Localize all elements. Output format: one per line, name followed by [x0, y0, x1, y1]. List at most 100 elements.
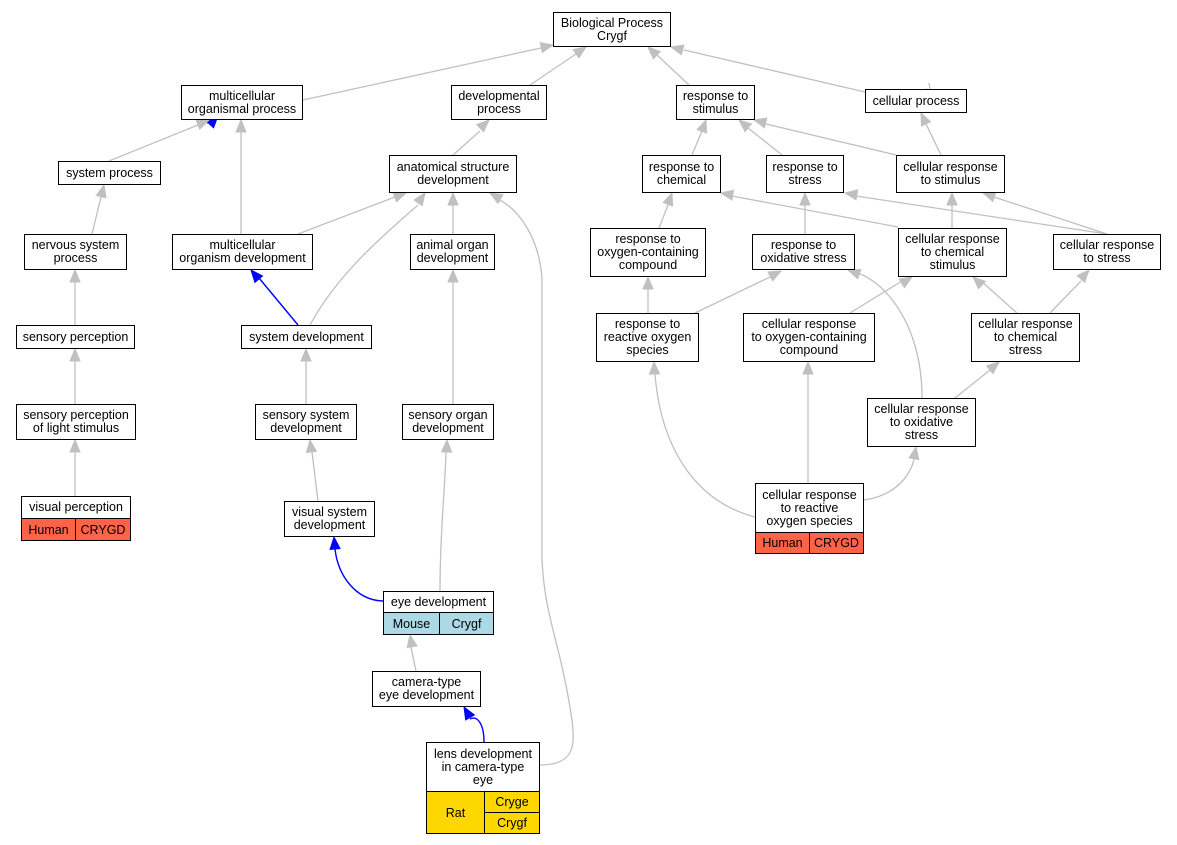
node-response-to-oxygen-containing-compound[interactable]: response to oxygen-containing compound	[590, 228, 706, 277]
edge-arrowhead	[981, 191, 997, 203]
edge-arrowhead	[69, 347, 81, 362]
edge-line	[311, 451, 319, 502]
node-response-to-stress[interactable]: response to stress	[766, 155, 844, 193]
edge-line	[691, 130, 703, 156]
edge-arrowhead	[767, 270, 783, 282]
gene-cell: Crygf	[484, 812, 540, 834]
node-sensory-system-development[interactable]: sensory system development	[255, 404, 357, 440]
node-anatomical-structure-development[interactable]: anatomical structure development	[389, 155, 517, 193]
node-cellular-response-to-oxidative-stress[interactable]: cellular response to oxidative stress	[867, 398, 976, 447]
edge-line	[297, 196, 396, 235]
node-eye-development[interactable]: eye development	[383, 591, 494, 613]
edge-arrowhead	[406, 633, 418, 649]
species-cell: Human	[21, 518, 76, 541]
node-multicellular-organismal-process[interactable]: multicellular organismal process	[181, 85, 303, 120]
gene-cell: CRYGD	[809, 532, 864, 554]
edge-line	[993, 196, 1108, 235]
edge-line	[658, 204, 669, 229]
node-multicellular-organism-development[interactable]: multicellular organism development	[172, 234, 313, 270]
node-visual-system-development[interactable]: visual system development	[284, 501, 375, 537]
species-cell: Human	[755, 532, 810, 554]
node-visual-perception[interactable]: visual perception	[21, 496, 131, 519]
edge-line	[954, 369, 991, 399]
edge-arrowhead	[413, 191, 426, 207]
species-cell: Mouse	[383, 612, 440, 635]
edge-line	[309, 204, 419, 326]
edge-arrowhead	[195, 119, 211, 131]
edge-line	[654, 373, 756, 518]
edge-line	[855, 195, 1108, 235]
edge-arrowhead	[662, 191, 674, 207]
node-response-to-oxidative-stress[interactable]: response to oxidative stress	[752, 234, 855, 270]
gene-cell: CRYGD	[75, 518, 131, 541]
edge-arrowhead	[752, 117, 768, 129]
edge-arrowhead	[985, 361, 1000, 375]
edge-line	[439, 451, 447, 592]
node-animal-organ-development[interactable]: animal organ development	[410, 234, 495, 270]
node-developmental-process[interactable]: developmental process	[451, 85, 547, 120]
edge-arrowhead	[846, 268, 862, 280]
edge-arrowhead	[946, 191, 958, 206]
edge-arrowhead	[250, 269, 264, 284]
edge-arrowhead	[475, 119, 490, 133]
edge-arrowhead	[1076, 269, 1090, 284]
edge-arrowhead	[648, 360, 661, 375]
edge-line	[108, 124, 199, 162]
edge-arrowhead	[572, 46, 588, 59]
edge-line	[529, 53, 577, 86]
node-cellular-response-to-oxygen-containing-compound[interactable]: cellular response to oxygen-containing c…	[743, 313, 875, 362]
node-cellular-response-to-chemical-stress[interactable]: cellular response to chemical stress	[971, 313, 1080, 362]
edge-line	[1049, 280, 1082, 314]
node-response-to-reactive-oxygen-species[interactable]: response to reactive oxygen species	[596, 313, 699, 362]
node-cellular-process[interactable]: cellular process	[865, 89, 967, 113]
node-response-to-chemical[interactable]: response to chemical	[642, 155, 721, 193]
edge-arrowhead	[329, 535, 341, 550]
edge-line	[497, 198, 574, 766]
edge-arrowhead	[488, 192, 504, 205]
edge-arrowhead	[972, 276, 987, 290]
edge-line	[857, 272, 923, 399]
edge-line	[928, 82, 931, 90]
edge-arrowhead	[539, 41, 555, 54]
edge-arrowhead	[447, 268, 459, 283]
node-camera-type-eye-development[interactable]: camera-type eye development	[372, 671, 481, 707]
edge-arrowhead	[898, 276, 914, 289]
node-root[interactable]: Biological Process Crygf	[553, 12, 671, 47]
node-lens-development[interactable]: lens development in camera-type eye	[426, 742, 540, 792]
edge-line	[258, 277, 299, 326]
node-cellular-response-to-chemical-stimulus[interactable]: cellular response to chemical stimulus	[898, 228, 1007, 277]
node-system-development[interactable]: system development	[241, 325, 372, 349]
edge-arrowhead	[95, 183, 107, 199]
edge-arrowhead	[642, 275, 654, 290]
edge-arrowhead	[235, 118, 247, 133]
edge-arrowhead	[920, 111, 932, 127]
edge-line	[694, 276, 771, 314]
node-nervous-system-process[interactable]: nervous system process	[24, 234, 127, 270]
edge-arrowhead	[305, 438, 318, 454]
edge-arrowhead	[719, 189, 735, 201]
edge-line	[765, 123, 897, 156]
edge-line	[91, 196, 102, 235]
edge-line	[452, 130, 481, 156]
node-system-process[interactable]: system process	[58, 161, 161, 185]
node-response-to-stimulus[interactable]: response to stimulus	[676, 85, 755, 120]
node-cellular-response-to-reactive-oxygen-species[interactable]: cellular response to reactive oxygen spe…	[755, 483, 864, 533]
edge-arrowhead	[463, 705, 476, 721]
edge-line	[747, 127, 783, 156]
edge-arrowhead	[69, 268, 81, 283]
node-cellular-response-to-stimulus[interactable]: cellular response to stimulus	[896, 155, 1005, 193]
edge-arrowhead	[447, 191, 459, 206]
edge-line	[334, 548, 384, 602]
edge-arrowhead	[738, 119, 753, 133]
edge-arrowhead	[69, 438, 81, 453]
edge-line	[683, 49, 866, 93]
node-sensory-perception[interactable]: sensory perception	[16, 325, 135, 349]
edge-line	[925, 123, 942, 156]
edge-line	[410, 646, 417, 672]
node-cellular-response-to-stress[interactable]: cellular response to stress	[1053, 234, 1161, 270]
node-sensory-organ-development[interactable]: sensory organ development	[402, 404, 494, 440]
edge-line	[656, 54, 690, 86]
node-sensory-perception-of-light-stimulus[interactable]: sensory perception of light stimulus	[16, 404, 136, 440]
